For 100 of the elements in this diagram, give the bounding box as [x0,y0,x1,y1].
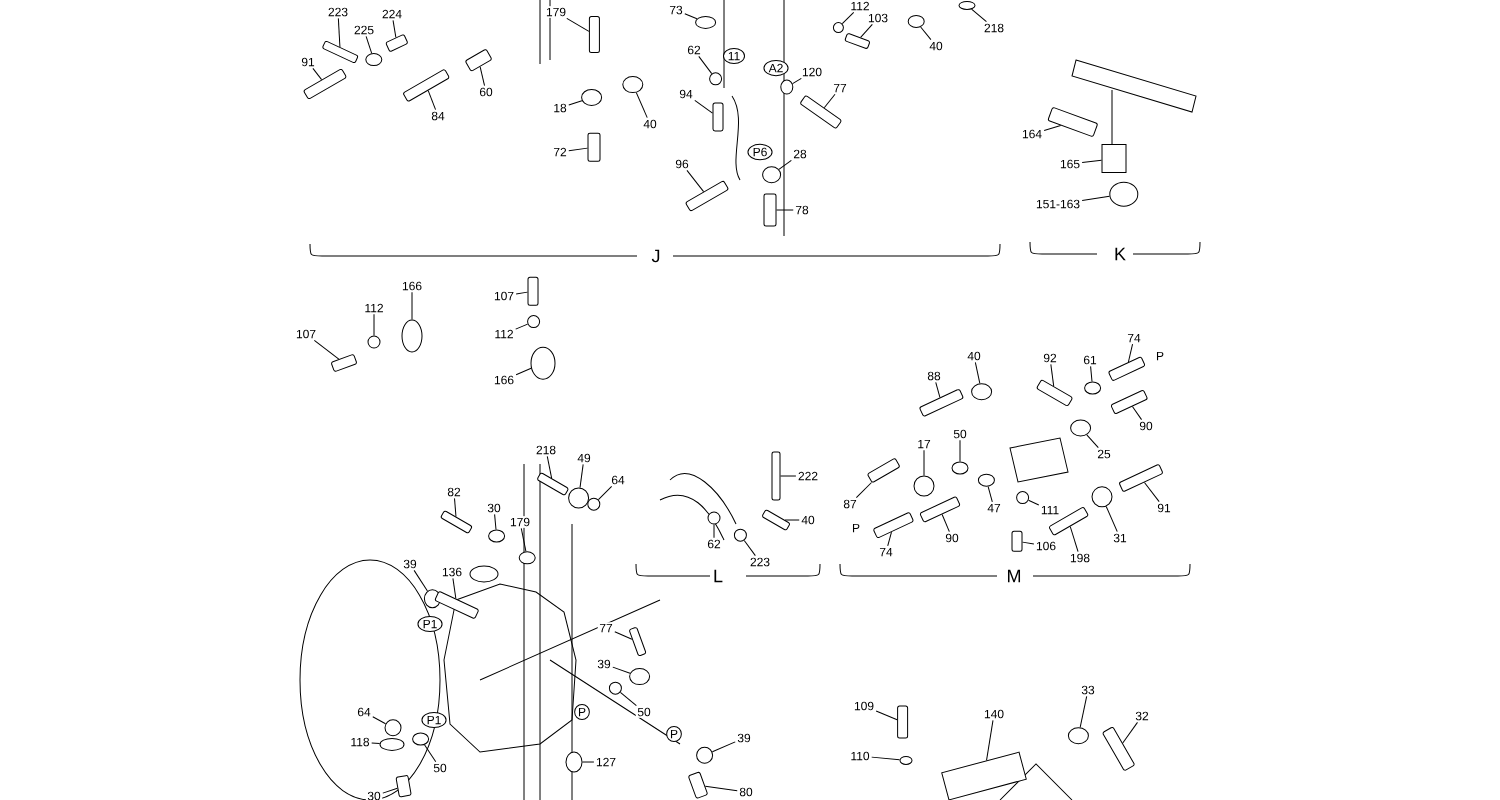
pin [712,102,724,132]
leader-line [566,17,590,32]
pin [1102,727,1135,771]
pin [440,510,473,534]
pin [1047,107,1098,137]
leader-line [382,787,398,794]
leader-line [875,710,898,721]
ring [971,383,993,401]
pin [322,40,359,64]
ring [412,732,430,746]
pin [331,354,357,372]
leader-line [619,691,637,707]
ring [762,166,782,184]
pin [873,512,914,539]
ring [707,511,721,525]
leader-line [494,513,497,531]
ring [367,335,381,349]
leader-line [686,169,705,193]
ring [384,719,402,737]
ring [709,72,723,86]
leader-line [612,666,631,674]
pin [688,771,708,799]
section-letter: L [714,569,723,583]
leader-line [1028,499,1040,506]
leader-line [1050,363,1055,387]
leader-line [1143,482,1160,503]
leader-line [776,209,794,211]
ring [1091,486,1113,508]
leader-line [1081,159,1102,163]
leader-line [520,527,527,552]
leader-line [784,519,800,521]
ring [1067,727,1089,745]
leader-line [515,323,529,330]
ring [1109,181,1139,207]
pin [800,95,842,129]
ring [832,22,844,34]
leader-line [371,742,381,744]
leader-line [711,741,736,753]
ring [951,461,969,475]
leader-line [780,475,797,477]
pin [303,68,347,100]
leader-line [568,147,588,152]
leader-line [515,291,528,295]
leader-line [413,569,428,592]
pin [403,69,450,102]
leader-line [935,381,941,398]
leader-line [582,761,595,763]
pin [897,705,909,739]
leader-line [694,99,713,114]
leader-line [974,361,981,384]
ring [401,319,423,353]
ring [913,475,935,497]
block [941,751,1027,800]
leader-line [454,497,457,518]
ring [1016,491,1030,505]
section-letter: M [1008,569,1021,583]
leader-line [568,100,583,106]
pin [1110,390,1148,414]
leader-line [479,66,486,87]
pin [685,180,729,212]
pin [588,16,600,54]
ring [530,346,556,380]
leader-line [427,90,437,111]
leader-line [971,8,987,23]
pin [527,276,539,306]
pin [385,34,408,52]
pin [465,49,492,72]
leader-line [313,339,340,360]
ring [977,473,995,487]
leader-line [411,291,413,320]
ring [780,79,794,95]
ring [608,681,622,695]
leader-line [1086,434,1099,449]
leader-line [684,13,698,20]
ring [365,53,383,67]
leader-line [635,92,648,119]
leader-line [1122,721,1138,744]
ring [733,528,747,542]
section-letter: K [1115,247,1126,261]
ring [1070,419,1092,437]
pin [395,775,412,798]
leader-line [920,26,932,41]
leader-line [860,23,873,38]
leader-line [923,449,925,476]
ring [488,529,506,543]
pin [844,33,870,49]
leader-line [698,55,713,75]
leader-line [373,313,375,336]
leader-line [372,716,387,725]
ring [565,751,583,773]
leader-line [743,539,756,557]
ring [629,668,651,686]
ring [695,15,717,29]
pin [867,458,900,483]
leader-line [987,486,993,503]
leader-line [546,455,553,479]
pin [1119,464,1163,492]
leader-line [597,485,613,501]
leader-line [579,463,584,489]
leader-line [392,19,397,38]
